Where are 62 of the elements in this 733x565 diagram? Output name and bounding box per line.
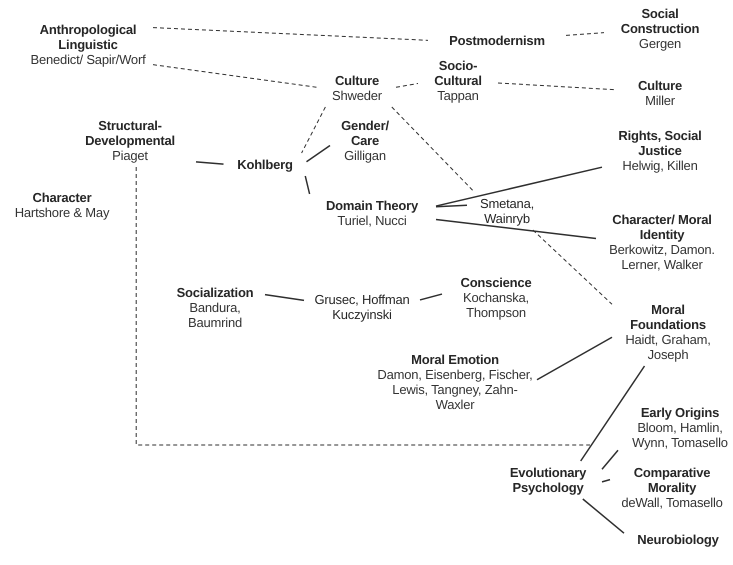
connector-line [196, 161, 224, 165]
author-names: Bandura, Baumrind [186, 300, 244, 330]
theory-heading: Postmodernism [449, 33, 545, 48]
author-names: Shweder [332, 88, 382, 103]
connector-line [420, 293, 442, 301]
author-names: Hartshore & May [14, 205, 110, 220]
dashed-connector [152, 27, 428, 41]
author-names: Miller [645, 93, 675, 108]
dashed-connector [301, 106, 326, 154]
author-names: deWall, Tomasello [621, 495, 723, 510]
author-names: Bloom, Hamlin, Wynn, Tomasello [631, 420, 729, 450]
theory-heading: Rights, Social Justice [617, 128, 703, 158]
theory-heading: Evolutionary Psychology [508, 465, 588, 495]
author-names: Turiel, Nucci [337, 213, 407, 228]
theory-heading: Culture [334, 73, 380, 88]
author-names: Kochanska, Thompson [462, 290, 530, 320]
dashed-connector [391, 106, 475, 192]
author-names: Gilligan [344, 148, 386, 163]
dashed-connector [498, 82, 616, 90]
author-names: Smetana, Wainryb [478, 196, 536, 226]
dashed-connector [136, 166, 590, 446]
author-names: Piaget [112, 148, 148, 163]
author-names: Damon, Eisenberg, Fischer, Lewis, Tangney, Zahn-Waxler [377, 367, 533, 412]
theory-heading: Comparative Morality [632, 465, 712, 495]
author-names: Benedict/ Sapir/Worf [30, 52, 146, 67]
theory-heading: Early Origins [640, 405, 720, 420]
author-names: Haidt, Graham, Joseph [624, 332, 712, 362]
theory-heading: Social Construction [620, 6, 700, 36]
connector-line [436, 218, 596, 240]
theory-heading: Moral Foundations [629, 302, 707, 332]
theory-heading: Culture [638, 78, 682, 93]
connector-line [582, 498, 624, 534]
connector-line [601, 450, 619, 470]
connector-line [304, 176, 310, 194]
dashed-connector [566, 32, 604, 36]
author-names: Tappan [437, 88, 479, 103]
theory-heading: Socialization [176, 285, 254, 300]
author-names: Berkowitz, Damon. Lerner, Walker [608, 242, 716, 272]
theory-heading: Gender/ Care [340, 118, 390, 148]
author-names: Grusec, Hoffman Kuczyinski [313, 292, 411, 322]
theory-heading: Conscience [460, 275, 532, 290]
dashed-connector [396, 82, 418, 88]
theory-heading: Domain Theory [326, 198, 418, 213]
theory-heading: Anthropological Linguistic [38, 22, 138, 52]
theory-heading: Character [32, 190, 92, 205]
connector-line [580, 366, 646, 462]
theory-heading: Kohlberg [237, 157, 293, 172]
dashed-connector [152, 64, 318, 88]
theory-heading: Character/ Moral Identity [611, 212, 713, 242]
author-names: Helwig, Killen [622, 158, 698, 173]
connector-line [602, 478, 610, 483]
theory-heading: Moral Emotion [411, 352, 499, 367]
author-names: Gergen [638, 36, 682, 51]
theory-heading: Socio-Cultural [433, 58, 483, 88]
connector-line [306, 144, 330, 162]
connector-line [536, 336, 612, 380]
connector-line [264, 294, 304, 302]
theory-heading: Structural-Developmental [84, 118, 176, 148]
theory-heading: Neurobiology [637, 532, 719, 547]
dashed-connector [532, 230, 612, 305]
connector-line [436, 166, 602, 207]
connector-line [436, 204, 468, 208]
